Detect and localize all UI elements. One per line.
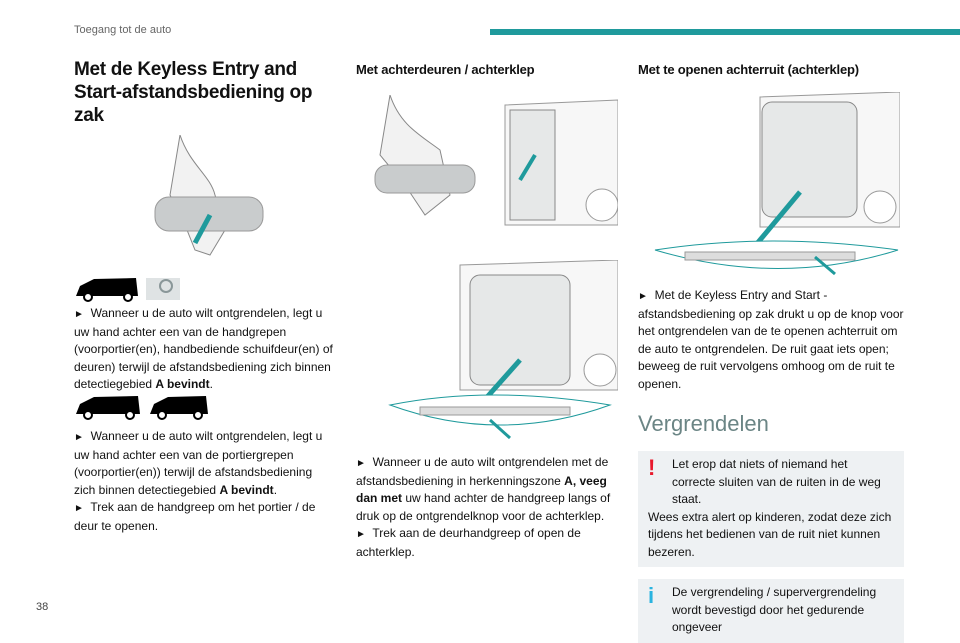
running-header: Toegang tot de auto xyxy=(74,24,172,36)
bullet-icon: ► xyxy=(74,309,84,320)
warning-note: ! Let erop dat niets of niemand het corr… xyxy=(638,451,904,567)
section-title: Met te openen achterruit (achterklep) xyxy=(638,62,859,77)
rear-door-hand-illustration xyxy=(374,95,618,226)
bold-text: A bevindt xyxy=(155,377,210,391)
bold-text: A, veeg dan met xyxy=(356,473,607,506)
instruction-1: ► Met de Keyless Entry and Start -afstan… xyxy=(638,287,904,393)
warning-text: Let erop dat niets of niemand het correc… xyxy=(672,457,881,506)
instruction-2: ► Trek aan de deurhandgreep of open de a… xyxy=(356,525,620,561)
period: . xyxy=(209,377,213,391)
section-title: Met de Keyless Entry and Start-afstandsb… xyxy=(74,59,313,126)
text: uw hand achter de handgreep langs of dru… xyxy=(356,491,611,523)
text: Met de Keyless Entry and Start -afstands… xyxy=(638,288,904,391)
bullet-icon: ► xyxy=(356,458,366,469)
warning-text: Wees extra alert op kinderen, zodat deze… xyxy=(648,509,892,559)
tailgate-button-illustration xyxy=(388,260,618,440)
section-title: Met achterdeuren / achterklep xyxy=(356,62,535,77)
instruction-1: ► Wanneer u de auto wilt ontgrendelen me… xyxy=(356,454,620,525)
column-keyless: Met de Keyless Entry and Start-afstandsb… xyxy=(74,58,332,127)
instruction-1: ► Wanneer u de auto wilt ontgrendelen, l… xyxy=(74,305,336,394)
section-heading: Vergrendelen xyxy=(638,411,769,436)
text: Wanneer u de auto wilt ontgrendelen met … xyxy=(356,455,609,488)
info-icon: i xyxy=(648,583,655,608)
bullet-icon: ► xyxy=(638,291,648,302)
instruction-3: ► Trek aan de handgreep om het portier /… xyxy=(74,499,336,535)
bullet-icon: ► xyxy=(356,529,366,540)
bullet-icon: ► xyxy=(74,503,84,514)
van-icon-with-steering-icon xyxy=(76,278,180,302)
bold-text: A bevindt xyxy=(219,482,274,497)
text: Wanneer u de auto wilt ontgrendelen, leg… xyxy=(74,429,323,497)
rear-window-button-illustration xyxy=(654,92,900,276)
info-note: i De vergrendeling / supervergrendeling … xyxy=(638,579,904,643)
info-text: De vergrendeling / supervergrendeling wo… xyxy=(672,585,877,634)
warning-icon: ! xyxy=(648,455,656,480)
text: Trek aan de handgreep om het portier / d… xyxy=(74,500,316,533)
header-accent-bar xyxy=(490,29,960,35)
bullet-icon: ► xyxy=(74,432,84,443)
instruction-2: ► Wanneer u de auto wilt ontgrendelen, l… xyxy=(74,428,336,499)
hand-on-handle-illustration xyxy=(154,135,264,256)
van-icons xyxy=(76,396,208,420)
text: Wanneer u de auto wilt ontgrendelen, leg… xyxy=(74,306,333,391)
page-number: 38 xyxy=(36,601,49,613)
text: Trek aan de deurhandgreep of open de ach… xyxy=(356,526,581,559)
period: . xyxy=(273,482,278,497)
